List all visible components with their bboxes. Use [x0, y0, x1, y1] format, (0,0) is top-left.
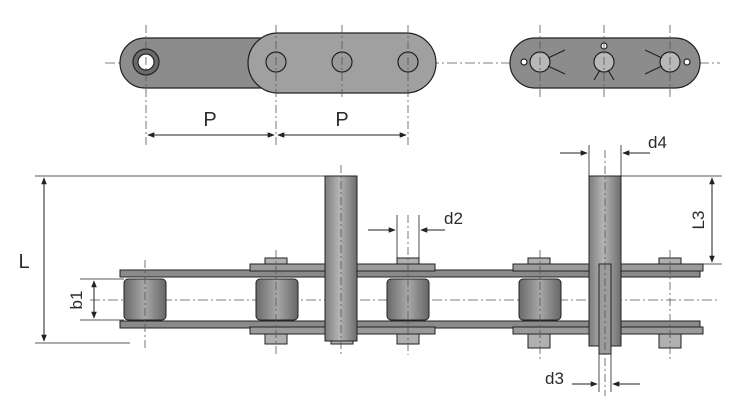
length-label: L [18, 251, 29, 273]
inner-width-label: b1 [67, 291, 86, 310]
top-view: P P [105, 25, 720, 145]
d2-label: d2 [444, 209, 463, 228]
d4-label: d4 [648, 133, 667, 152]
l3-label: L3 [689, 211, 708, 230]
pitch-label-right: P [335, 109, 348, 131]
side-view: L b1 d2 d4 L3 d3 [18, 133, 722, 396]
roller [255, 278, 299, 321]
pitch-label-left: P [203, 109, 216, 131]
d3-label: d3 [545, 369, 564, 388]
